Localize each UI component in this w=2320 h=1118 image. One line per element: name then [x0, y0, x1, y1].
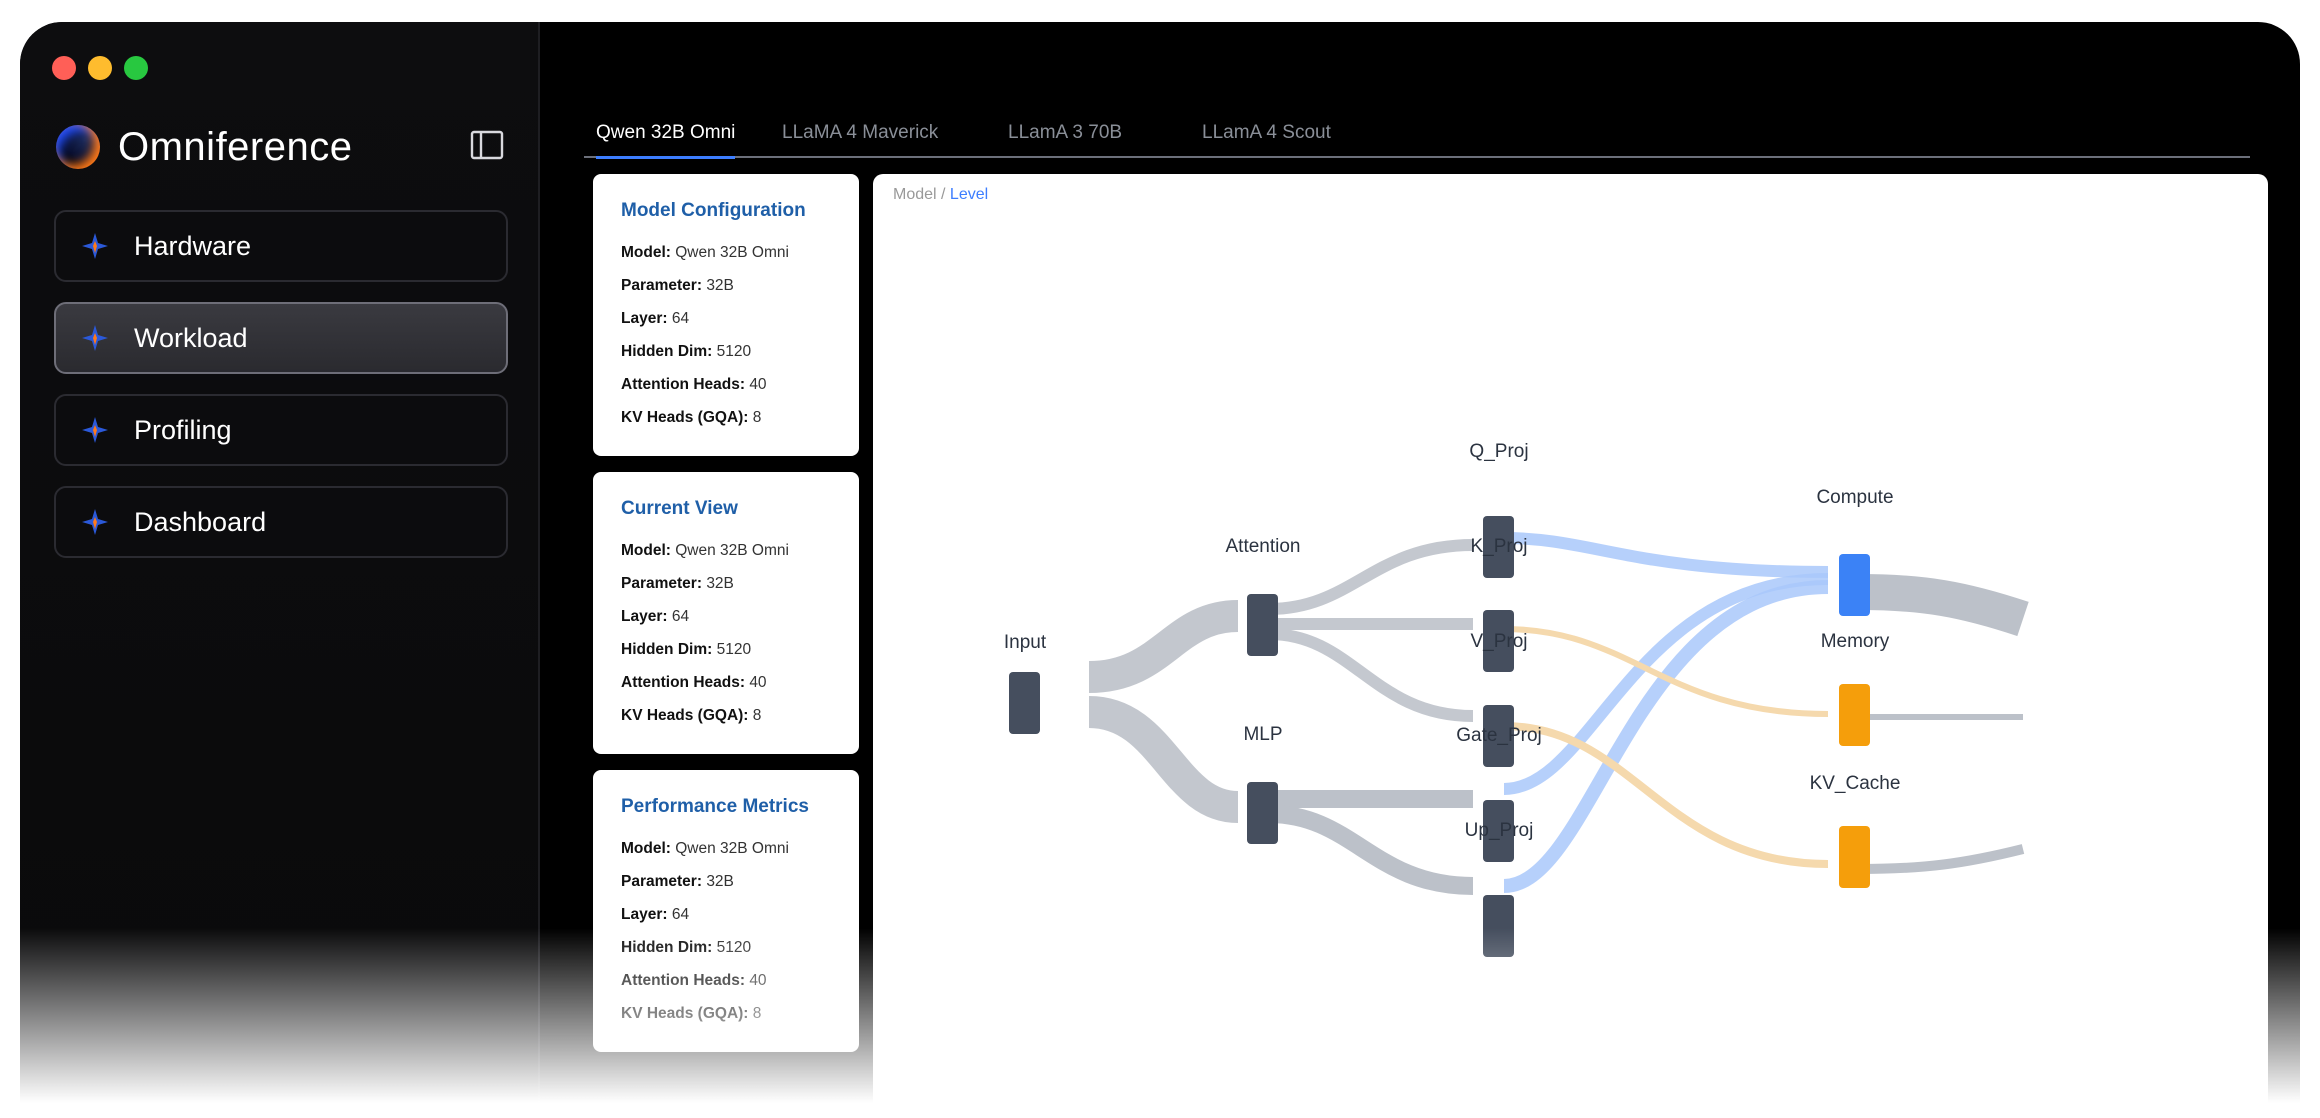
node-mlp[interactable]	[1247, 782, 1278, 844]
breadcrumb: Model / Level	[893, 186, 988, 204]
card-row: Parameter: 32B	[621, 873, 734, 890]
sidebar: Omniference Hardware Workload	[20, 22, 540, 1118]
breadcrumb-separator: /	[936, 186, 950, 203]
sparkle-icon	[82, 233, 108, 259]
model-configuration-card: Model Configuration Model: Qwen 32B Omni…	[593, 174, 859, 456]
node-compute[interactable]	[1839, 554, 1870, 616]
performance-metrics-card: Performance Metrics Model: Qwen 32B Omni…	[593, 770, 859, 1052]
model-tabs: Qwen 32B Omni LLaMA 4 Maverick LLamA 3 7…	[584, 112, 2250, 159]
tab-qwen-32b-omni[interactable]: Qwen 32B Omni	[596, 122, 736, 159]
current-view-card: Current View Model: Qwen 32B Omni Parame…	[593, 472, 859, 754]
sidebar-item-hardware[interactable]: Hardware	[54, 210, 508, 282]
sidebar-item-profiling[interactable]: Profiling	[54, 394, 508, 466]
node-v-proj[interactable]	[1483, 705, 1514, 767]
node-label-compute: Compute	[1816, 487, 1893, 508]
sidebar-item-label: Hardware	[134, 230, 252, 261]
tab-llama-3-70b[interactable]: LLamA 3 70B	[1008, 122, 1123, 143]
card-row: Attention Heads: 40	[621, 972, 767, 989]
tab-llama-4-maverick[interactable]: LLaMA 4 Maverick	[782, 122, 939, 143]
link-attention-q-proj	[1268, 539, 1474, 615]
card-title: Current View	[621, 498, 738, 519]
app-window: Omniference Hardware Workload	[20, 22, 2300, 1118]
card-row: Attention Heads: 40	[621, 674, 767, 691]
card-row: KV Heads (GQA): 8	[621, 707, 762, 724]
card-row: Model: Qwen 32B Omni	[621, 244, 789, 261]
card-title: Model Configuration	[621, 200, 806, 221]
sidebar-item-workload[interactable]: Workload	[54, 302, 508, 374]
card-row: Parameter: 32B	[621, 575, 734, 592]
card-row: Attention Heads: 40	[621, 376, 767, 393]
card-row: Layer: 64	[621, 608, 690, 625]
node-label-up-proj: Up_Proj	[1465, 820, 1534, 841]
app-title: Omniference	[118, 124, 353, 169]
card-row: Model: Qwen 32B Omni	[621, 840, 789, 857]
link-kv-cache-out	[1858, 844, 2025, 874]
brand: Omniference	[56, 122, 352, 172]
card-row: Hidden Dim: 5120	[621, 343, 752, 360]
sidebar-toggle-icon[interactable]	[470, 130, 504, 160]
sidebar-item-label: Workload	[134, 322, 248, 353]
tab-llama-4-scout[interactable]: LLamA 4 Scout	[1202, 122, 1331, 143]
card-row: Model: Qwen 32B Omni	[621, 542, 789, 559]
card-row: Layer: 64	[621, 310, 690, 327]
node-label-q-proj: Q_Proj	[1469, 441, 1528, 462]
node-kv-cache[interactable]	[1839, 826, 1870, 888]
link-up-proj-compute	[1503, 580, 1829, 893]
link-k-proj-memory	[1503, 626, 1829, 717]
card-row: KV Heads (GQA): 8	[621, 409, 762, 426]
link-input-mlp	[1087, 696, 1240, 823]
node-q-proj[interactable]	[1483, 516, 1514, 578]
node-memory[interactable]	[1839, 684, 1870, 746]
card-row: Layer: 64	[621, 906, 690, 923]
flow-graph-panel: Model / Level	[873, 174, 2268, 1118]
link-q-proj-compute	[1503, 532, 1829, 578]
node-input[interactable]	[1009, 672, 1040, 734]
sidebar-item-label: Dashboard	[134, 506, 267, 537]
node-gate-proj[interactable]	[1483, 800, 1514, 862]
card-row: KV Heads (GQA): 8	[621, 1005, 762, 1022]
brand-logo-icon	[56, 125, 100, 169]
breadcrumb-root[interactable]: Model	[893, 186, 937, 203]
link-input-attention	[1088, 600, 1239, 693]
node-label-k-proj: K_Proj	[1470, 536, 1527, 557]
node-up-proj[interactable]	[1483, 895, 1514, 957]
node-label-gate-proj: Gate_Proj	[1456, 725, 1542, 746]
node-label-v-proj: V_Proj	[1470, 631, 1527, 652]
sankey-diagram: Input Attention MLP Q_Proj K_Proj V_Proj…	[1004, 441, 2029, 957]
link-gate-proj-compute	[1503, 573, 1829, 795]
maximize-window-button[interactable]	[124, 56, 148, 80]
card-row: Hidden Dim: 5120	[621, 641, 752, 658]
link-mlp-up-proj	[1268, 805, 1474, 895]
node-attention[interactable]	[1247, 594, 1278, 656]
node-label-memory: Memory	[1821, 631, 1890, 652]
card-title: Performance Metrics	[621, 796, 809, 817]
minimize-window-button[interactable]	[88, 56, 112, 80]
node-label-mlp: MLP	[1243, 724, 1282, 745]
sparkle-icon	[82, 417, 108, 443]
card-row: Hidden Dim: 5120	[621, 939, 752, 956]
close-window-button[interactable]	[52, 56, 76, 80]
link-compute-out	[1858, 574, 2029, 637]
breadcrumb-current: Level	[949, 186, 989, 203]
link-attention-v-proj	[1268, 628, 1474, 722]
card-row: Parameter: 32B	[621, 277, 734, 294]
sparkle-icon	[82, 325, 108, 351]
node-k-proj[interactable]	[1483, 610, 1514, 672]
sparkle-icon	[82, 509, 108, 535]
node-label-input: Input	[1004, 632, 1047, 653]
node-label-kv-cache: KV_Cache	[1810, 773, 1901, 794]
node-label-attention: Attention	[1226, 536, 1301, 557]
sidebar-item-label: Profiling	[134, 414, 232, 445]
main-content: Qwen 32B Omni LLaMA 4 Maverick LLamA 3 7…	[540, 22, 2300, 1118]
link-v-proj-kv-cache	[1503, 722, 1829, 868]
sidebar-item-dashboard[interactable]: Dashboard	[54, 486, 508, 558]
